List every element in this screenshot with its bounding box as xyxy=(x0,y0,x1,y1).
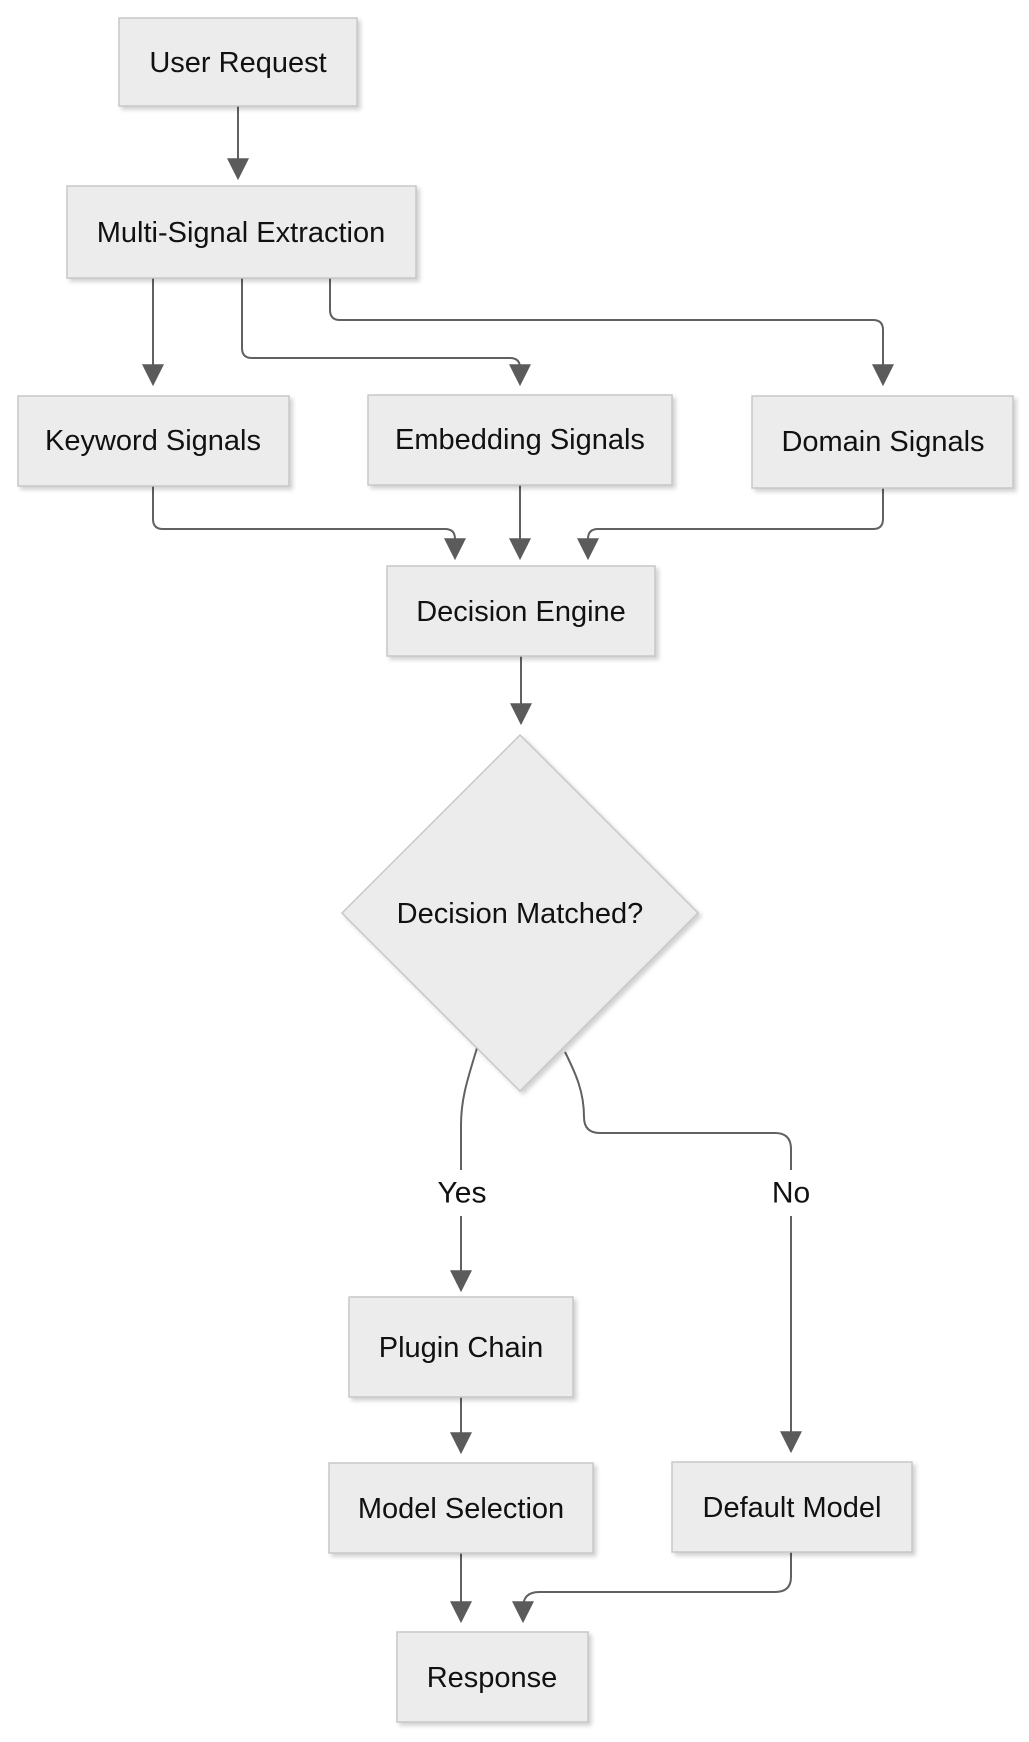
node-label: User Request xyxy=(149,47,326,79)
node-rect xyxy=(348,1296,574,1398)
node-label: Decision Matched? xyxy=(397,898,644,930)
node-plugin-chain: Plugin Chain xyxy=(348,1296,574,1398)
node-multi-signal-extraction: Multi-Signal Extraction xyxy=(66,185,417,279)
node-rect xyxy=(751,395,1014,489)
node-label: Decision Engine xyxy=(416,596,626,628)
node-label: Embedding Signals xyxy=(395,424,645,456)
node-keyword-signals: Keyword Signals xyxy=(17,395,290,487)
edge-multi-signal-to-embedding xyxy=(241,278,531,387)
edge-default-model-to-response xyxy=(512,1552,792,1624)
node-domain-signals: Domain Signals xyxy=(751,395,1014,489)
edge-multi-signal-to-domain xyxy=(329,278,894,387)
node-decision-matched: Decision Matched? xyxy=(340,733,700,1093)
node-rect xyxy=(367,394,673,486)
node-rect xyxy=(396,1631,589,1723)
node-response: Response xyxy=(396,1631,589,1723)
node-rect xyxy=(386,565,656,657)
edge-labels: Yes No xyxy=(425,1170,822,1216)
node-label: Plugin Chain xyxy=(379,1332,543,1364)
node-label: Multi-Signal Extraction xyxy=(97,217,386,249)
node-rect xyxy=(17,395,290,487)
node-label: Keyword Signals xyxy=(45,425,261,457)
edge-label-yes: Yes xyxy=(438,1177,487,1210)
node-decision-engine: Decision Engine xyxy=(386,565,656,657)
edges xyxy=(142,105,894,1624)
edge-label-no: No xyxy=(772,1177,810,1210)
node-embedding-signals: Embedding Signals xyxy=(367,394,673,486)
decision-diamond xyxy=(340,733,700,1093)
node-rect xyxy=(328,1462,594,1554)
node-rect xyxy=(671,1461,913,1553)
edge-domain-to-decision-engine xyxy=(577,488,884,561)
node-label: Default Model xyxy=(703,1492,882,1524)
node-model-selection: Model Selection xyxy=(328,1462,594,1554)
node-rect xyxy=(66,185,417,279)
edge-diamond-yes-to-plugin-chain xyxy=(450,1047,478,1293)
yes-label-background xyxy=(425,1170,499,1216)
node-label: Response xyxy=(427,1662,558,1694)
node-user-request: User Request xyxy=(118,17,358,107)
node-rect xyxy=(118,17,358,107)
edge-diamond-no-to-default-model xyxy=(564,1051,802,1454)
no-label-background xyxy=(760,1170,822,1216)
node-label: Model Selection xyxy=(358,1493,564,1525)
node-default-model: Default Model xyxy=(671,1461,913,1553)
edge-keyword-to-decision-engine xyxy=(152,486,466,561)
node-label: Domain Signals xyxy=(781,426,984,458)
